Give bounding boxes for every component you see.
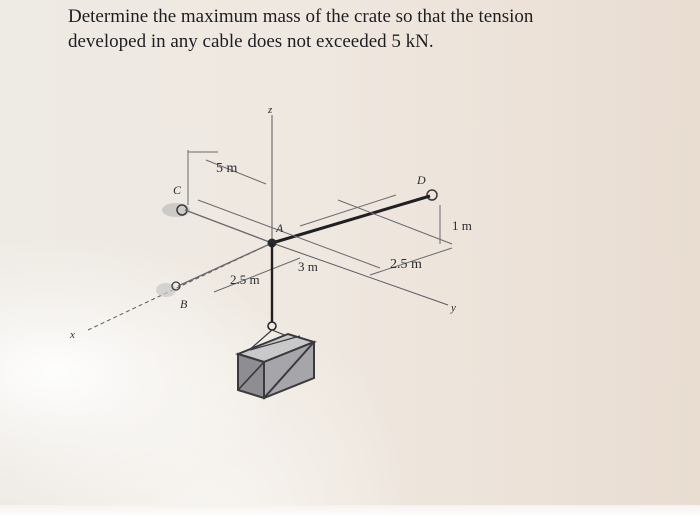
label-y-axis: y xyxy=(450,302,456,314)
dim-guide-2-5-right xyxy=(369,247,453,276)
problem-line-2: developed in any cable does not exceeded… xyxy=(68,31,434,52)
anchor-b-shadow xyxy=(156,283,176,297)
label-dim-5m: 5 m xyxy=(216,161,238,176)
dim-guide-3 xyxy=(299,194,397,227)
crate-icon xyxy=(234,332,318,400)
anchor-c-icon xyxy=(176,204,188,216)
label-dim-2-5m-right: 2.5 m xyxy=(390,257,422,272)
anchor-c-shadow xyxy=(162,203,190,217)
cable-ab xyxy=(177,242,273,287)
label-point-b: B xyxy=(180,297,188,311)
anchor-b-icon xyxy=(171,281,181,291)
dim-guide-5m xyxy=(205,159,267,185)
anchor-d-icon xyxy=(426,189,438,201)
label-x-axis: x xyxy=(69,329,75,341)
cable-ac xyxy=(184,209,273,244)
paper-bottom-edge xyxy=(0,505,700,517)
label-dim-1m: 1 m xyxy=(452,218,472,233)
label-point-c: C xyxy=(173,183,182,197)
problem-statement: Determine the maximum mass of the crate … xyxy=(68,4,668,54)
y-axis-line xyxy=(271,242,449,306)
problem-line-1: Determine the maximum mass of the crate … xyxy=(68,6,534,27)
crate-hook-icon xyxy=(267,321,277,331)
label-dim-2-5m-left: 2.5 m xyxy=(230,272,260,287)
label-dim-3m: 3 m xyxy=(298,259,318,274)
label-point-d: D xyxy=(416,173,426,187)
dim-guide-1 xyxy=(197,199,381,269)
label-point-a: A xyxy=(275,221,284,235)
label-z-axis: z xyxy=(267,104,273,116)
cable-ad xyxy=(271,194,431,245)
dim-guide-2-5-left xyxy=(213,257,301,293)
